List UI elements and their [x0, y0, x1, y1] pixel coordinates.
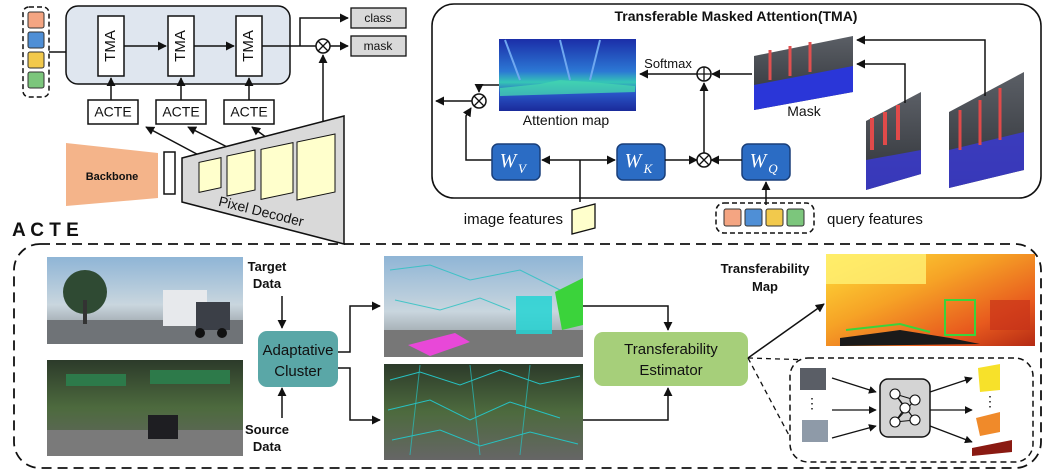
acte-section-title: A C T E	[12, 220, 79, 241]
softmax-label: Softmax	[644, 56, 692, 71]
target-image	[47, 257, 243, 344]
detail-output-patches: ⋮	[972, 364, 1012, 456]
transferability-map-image	[826, 254, 1035, 346]
tma-label-3: TMA	[240, 30, 257, 62]
tma-block-1: TMA	[97, 15, 125, 77]
detail-input-patches: ⋮	[800, 368, 828, 442]
attention-map-label: Attention map	[523, 112, 610, 128]
class-output-label: class	[364, 11, 391, 25]
transferability-estimator-line2: Estimator	[639, 362, 702, 379]
wv-sub: V	[518, 161, 528, 176]
tma-label-1: TMA	[102, 30, 119, 62]
image-features-block	[571, 203, 596, 235]
adaptative-cluster-line1: Adaptative	[263, 342, 334, 359]
wq-base: W	[750, 150, 769, 172]
adaptative-cluster-block	[258, 331, 338, 387]
mask-image	[754, 36, 853, 110]
source-data-label-line1: Source	[245, 422, 289, 437]
decoder-level-2	[226, 149, 256, 197]
tma-title: Transferable Masked Attention(TMA)	[615, 8, 858, 24]
tma-block-3: TMA	[235, 15, 263, 77]
decoder-level-1	[198, 157, 222, 193]
source-data-label-line2: Data	[253, 439, 282, 454]
query-feature-token-1	[723, 208, 742, 227]
transferability-estimator-line1: Transferability	[624, 341, 718, 358]
clustered-source-image	[384, 364, 583, 460]
acte-block-1: ACTE	[87, 99, 139, 125]
query-feature-token-2	[744, 208, 763, 227]
wq-sub: Q	[768, 161, 778, 176]
wv-block: W V	[491, 143, 541, 181]
query-token-3	[27, 51, 45, 69]
acte-panel	[13, 243, 1042, 469]
tma-block-2: TMA	[167, 15, 195, 77]
query-feature-token-4	[786, 208, 805, 227]
transferability-map-label-line2: Map	[752, 279, 778, 294]
feature-bar	[163, 151, 176, 195]
transferability-estimator-block	[594, 332, 748, 386]
detail-ellipsis-right: ⋮	[983, 393, 997, 409]
source-image	[47, 360, 243, 456]
transferability-map-label-line1: Transferability	[721, 261, 811, 276]
tma-label-2: TMA	[172, 30, 189, 62]
backbone-shape	[66, 143, 158, 206]
query-feature-token-3	[765, 208, 784, 227]
query-stack-left	[22, 6, 50, 98]
acte-label-3: ACTE	[230, 104, 267, 120]
attention-map-image	[499, 39, 636, 111]
wv-base: W	[500, 150, 519, 172]
query-image-1	[866, 92, 921, 190]
detail-ellipsis-left: ⋮	[805, 395, 819, 411]
query-token-4	[27, 71, 45, 89]
acte-label-2: ACTE	[162, 104, 199, 120]
query-stack-right	[715, 202, 815, 234]
clustered-target-image	[384, 256, 583, 357]
wq-block: W Q	[741, 143, 791, 181]
decoder-level-4	[296, 133, 336, 201]
query-image-2	[949, 72, 1024, 188]
backbone-label: Backbone	[86, 171, 139, 183]
mask-output-box	[350, 35, 407, 57]
mask-output-label: mask	[364, 39, 394, 53]
query-token-1	[27, 11, 45, 29]
acte-label-1: ACTE	[94, 104, 131, 120]
wk-block: W K	[616, 143, 666, 181]
acte-block-2: ACTE	[155, 99, 207, 125]
class-output-box	[350, 7, 407, 29]
query-features-label: query features	[827, 211, 923, 228]
wk-sub: K	[643, 161, 654, 176]
wk-base: W	[625, 150, 644, 172]
mask-label: Mask	[787, 103, 821, 119]
adaptative-cluster-line2: Cluster	[274, 363, 322, 380]
acte-block-3: ACTE	[223, 99, 275, 125]
target-data-label-line1: Target	[248, 259, 287, 274]
query-token-2	[27, 31, 45, 49]
decoder-level-3	[260, 141, 294, 201]
target-data-label-line2: Data	[253, 276, 282, 291]
image-features-label: image features	[464, 211, 563, 228]
